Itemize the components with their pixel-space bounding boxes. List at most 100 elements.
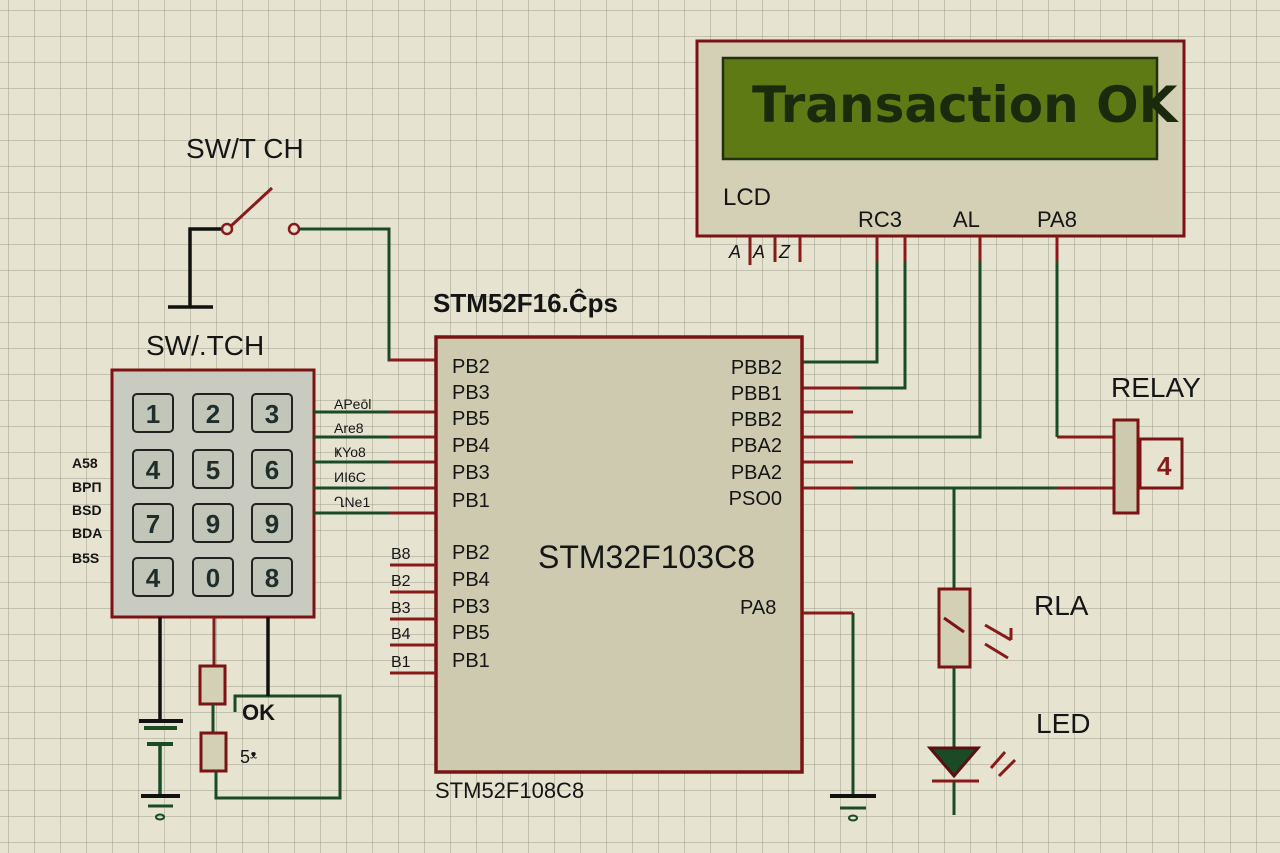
resistor	[199, 731, 228, 773]
keypad-left-label: BPП	[72, 479, 102, 495]
keypad-wires: APeōl Are8 ҜYo8 ИI6C ՂNe1	[314, 396, 436, 515]
relay-coil	[1112, 418, 1140, 515]
mcu-pin-label: PB5	[452, 408, 490, 430]
mcu-pin-label: PB1	[452, 490, 490, 512]
relay-component[interactable]: RELAY 4	[1111, 372, 1201, 515]
keypad-key-0[interactable]: 0	[192, 557, 234, 597]
mcu-bottom-label: STM52F108C8	[435, 778, 584, 803]
net-label: B2	[391, 573, 411, 590]
net-label: APeōl	[334, 396, 371, 412]
lcd-small-pin-label: A	[728, 242, 741, 262]
net-label: ՂNe1	[334, 494, 370, 510]
lcd-small-pin-label: A	[752, 242, 765, 262]
mcu-pin-label: PB3	[452, 382, 490, 404]
keypad-key-label: 4	[146, 455, 161, 485]
mcu-pin-label: PB2	[452, 356, 490, 378]
ok-label: OK	[242, 700, 275, 725]
keypad-key-5[interactable]: 5	[192, 449, 234, 489]
mcu-pin-pa8: PA8	[740, 597, 776, 619]
led-label: LED	[1036, 708, 1090, 739]
relay-pin-box	[1138, 437, 1184, 490]
net-label: B4	[391, 626, 411, 643]
resistor	[198, 664, 227, 706]
mcu-pin-label: PB3	[452, 462, 490, 484]
net-label: B3	[391, 600, 411, 617]
lcd-pin-label-pa8: PA8	[1037, 207, 1077, 232]
keypad-component[interactable]: SW/.TCH 1 2 3 4 5 6 7 9 9 4 0 8 A58 BPП BSD BDA B5S	[72, 330, 316, 619]
lcd-label: LCD	[723, 184, 771, 211]
light-emission-icon	[989, 751, 1007, 769]
keypad-key-9[interactable]: 9	[192, 503, 234, 543]
keypad-key-label: 8	[265, 563, 279, 593]
keypad-key-label: 6	[265, 455, 279, 485]
keypad-left-label: A58	[72, 455, 98, 471]
switch-component[interactable]: SW/T CH	[168, 133, 435, 362]
resistor-value-label: 5ᵜ	[240, 747, 257, 767]
net-label: ҜYo8	[334, 444, 366, 460]
mcu-pin-label: PB4	[452, 569, 490, 591]
keypad-key-label: 2	[206, 399, 220, 429]
keypad-key-2[interactable]: 2	[192, 393, 234, 433]
keypad-key-4[interactable]: 4	[132, 449, 174, 489]
keypad-key-label: 0	[206, 563, 220, 593]
mcu-pin-label: PBB2	[731, 357, 782, 379]
keypad-key-label: 9	[206, 509, 220, 539]
keypad-key-label: 7	[146, 509, 160, 539]
switch-terminal	[287, 222, 301, 236]
mcu-body	[434, 335, 804, 774]
keypad-bottom-circuit: OK 5ᵜ	[139, 617, 342, 821]
mcu-pin-label: PBB2	[731, 409, 782, 431]
keypad-keys: 1 2 3 4 5 6 7 9 9 4 0 8	[132, 393, 293, 597]
rla-led-branch[interactable]: RLA LED	[926, 488, 1090, 815]
keypad-key-1[interactable]: 1	[132, 393, 174, 433]
mcu-center-label: STM32F103C8	[538, 539, 755, 575]
keypad-key-label: 4	[146, 563, 161, 593]
switch-lever[interactable]	[229, 186, 274, 228]
mcu-top-label: STM52F16.Ĉps	[433, 288, 618, 318]
keypad-key-8[interactable]: 8	[251, 557, 293, 597]
mcu-pin-label: PBA2	[731, 462, 782, 484]
switch-wire	[299, 227, 435, 362]
keypad-key-4[interactable]: 4	[132, 557, 174, 597]
net-label: B1	[391, 654, 411, 671]
light-arrow-icon	[984, 623, 1012, 642]
lcd-screen	[721, 56, 1159, 161]
mcu-pin-label: PB2	[452, 542, 490, 564]
mcu-pin-label: PB1	[452, 650, 490, 672]
lcd-wires	[803, 236, 1113, 439]
mcu-component[interactable]: STM52F16.Ĉps STM32F103C8 STM52F108C8 PB2…	[390, 288, 804, 803]
net-label: B8	[391, 546, 411, 563]
keypad-key-label: 1	[146, 399, 160, 429]
mcu-pin-label: PBB1	[731, 383, 782, 405]
lcd-small-pin-label: Z	[778, 242, 791, 262]
keypad-key-7[interactable]: 7	[132, 503, 174, 543]
lcd-display-text: Transaction OK	[752, 76, 1180, 134]
switch-terminal	[220, 222, 234, 236]
mcu-pin-label: PB3	[452, 596, 490, 618]
net-label: Are8	[334, 420, 364, 436]
keypad-key-9[interactable]: 9	[251, 503, 293, 543]
keypad-left-label: BDA	[72, 525, 102, 541]
keypad-key-6[interactable]: 6	[251, 449, 293, 489]
relay-pin-number: 4	[1157, 451, 1172, 481]
lcd-module[interactable]: Transaction OK LCD RC3 AL PA8 A A Z	[695, 39, 1186, 265]
keypad-label: SW/.TCH	[146, 330, 264, 361]
switch-label: SW/T CH	[186, 133, 304, 164]
mcu-pin-label: PB4	[452, 435, 490, 457]
keypad-left-label: BSD	[72, 502, 102, 518]
keypad-key-3[interactable]: 3	[251, 393, 293, 433]
mcu-pin-label: PSO0	[729, 488, 782, 510]
mcu-pin-label: PB5	[452, 622, 490, 644]
rla-label: RLA	[1034, 590, 1089, 621]
keypad-key-label: 5	[206, 455, 220, 485]
keypad-key-label: 9	[265, 509, 279, 539]
lcd-pin-label-al: AL	[953, 207, 980, 232]
switch-wire	[188, 227, 223, 307]
keypad-left-label: B5S	[72, 550, 99, 566]
lcd-pin-label-rc3: RC3	[858, 207, 902, 232]
relay-label: RELAY	[1111, 372, 1201, 403]
net-label: ИI6C	[334, 469, 366, 485]
led-diode	[926, 746, 982, 779]
rla-photoresistor	[937, 587, 972, 669]
